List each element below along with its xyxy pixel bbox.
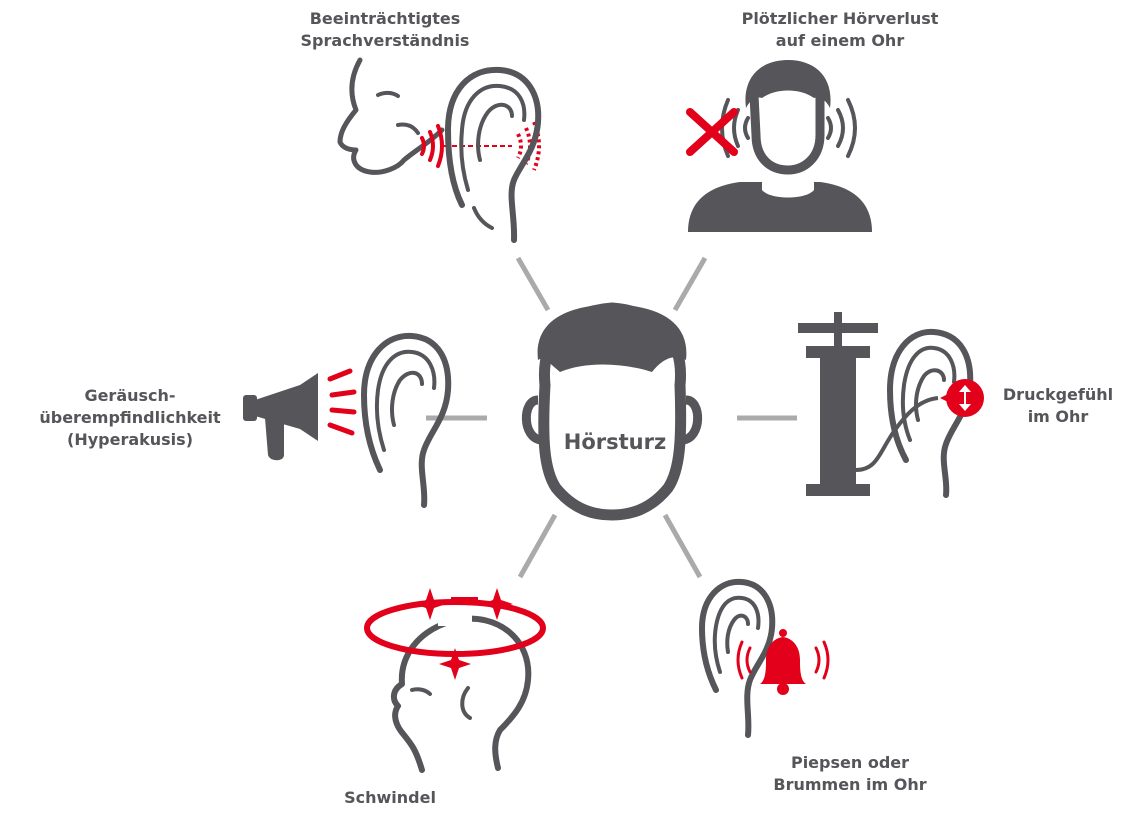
label-sudden-line1: Plötzlicher Hörverlust (741, 9, 939, 28)
ear-bell-icon (698, 578, 830, 738)
megaphone-ear-icon (243, 332, 452, 508)
label-sudden-line2: auf einem Ohr (775, 31, 905, 50)
face-ear-sound-icon (337, 57, 542, 243)
label-hyper: Geräusch- überempfindlichkeit (Hyperakus… (35, 385, 225, 451)
connector-sudden (672, 256, 708, 312)
connector-speech (515, 256, 551, 312)
label-hyper-line1: Geräusch- (84, 386, 176, 405)
connector-lines (426, 256, 797, 579)
label-tinnitus-line1: Piepsen oder (790, 753, 910, 772)
label-pressure: Druckgefühl im Ohr (993, 384, 1123, 428)
label-tinnitus: Piepsen oder Brummen im Ohr (745, 752, 955, 796)
center-head-icon (521, 302, 703, 521)
center-label: Hörsturz (563, 430, 667, 454)
label-pressure-line1: Druckgefühl (1002, 385, 1114, 404)
label-speech: Beeinträchtigtes Sprachverständnis (285, 8, 485, 52)
label-dizzy-line1: Schwindel (344, 788, 436, 807)
label-hyper-line2: überempfindlichkeit (39, 408, 221, 427)
dizzy-head-icon (364, 588, 546, 773)
label-pressure-line2: im Ohr (1027, 407, 1089, 426)
label-speech-line2: Sprachverständnis (300, 31, 470, 50)
label-dizzy: Schwindel (320, 787, 460, 809)
label-speech-line1: Beeinträchtigtes (309, 9, 461, 28)
connector-tinnitus (662, 513, 703, 579)
head-crossed-sound-icon (686, 60, 872, 232)
label-sudden: Plötzlicher Hörverlust auf einem Ohr (720, 8, 960, 52)
connector-dizzy (517, 513, 558, 579)
pump-ear-pressure-icon (798, 312, 984, 498)
label-hyper-line3: (Hyperakusis) (67, 430, 193, 449)
label-tinnitus-line2: Brummen im Ohr (773, 775, 927, 794)
